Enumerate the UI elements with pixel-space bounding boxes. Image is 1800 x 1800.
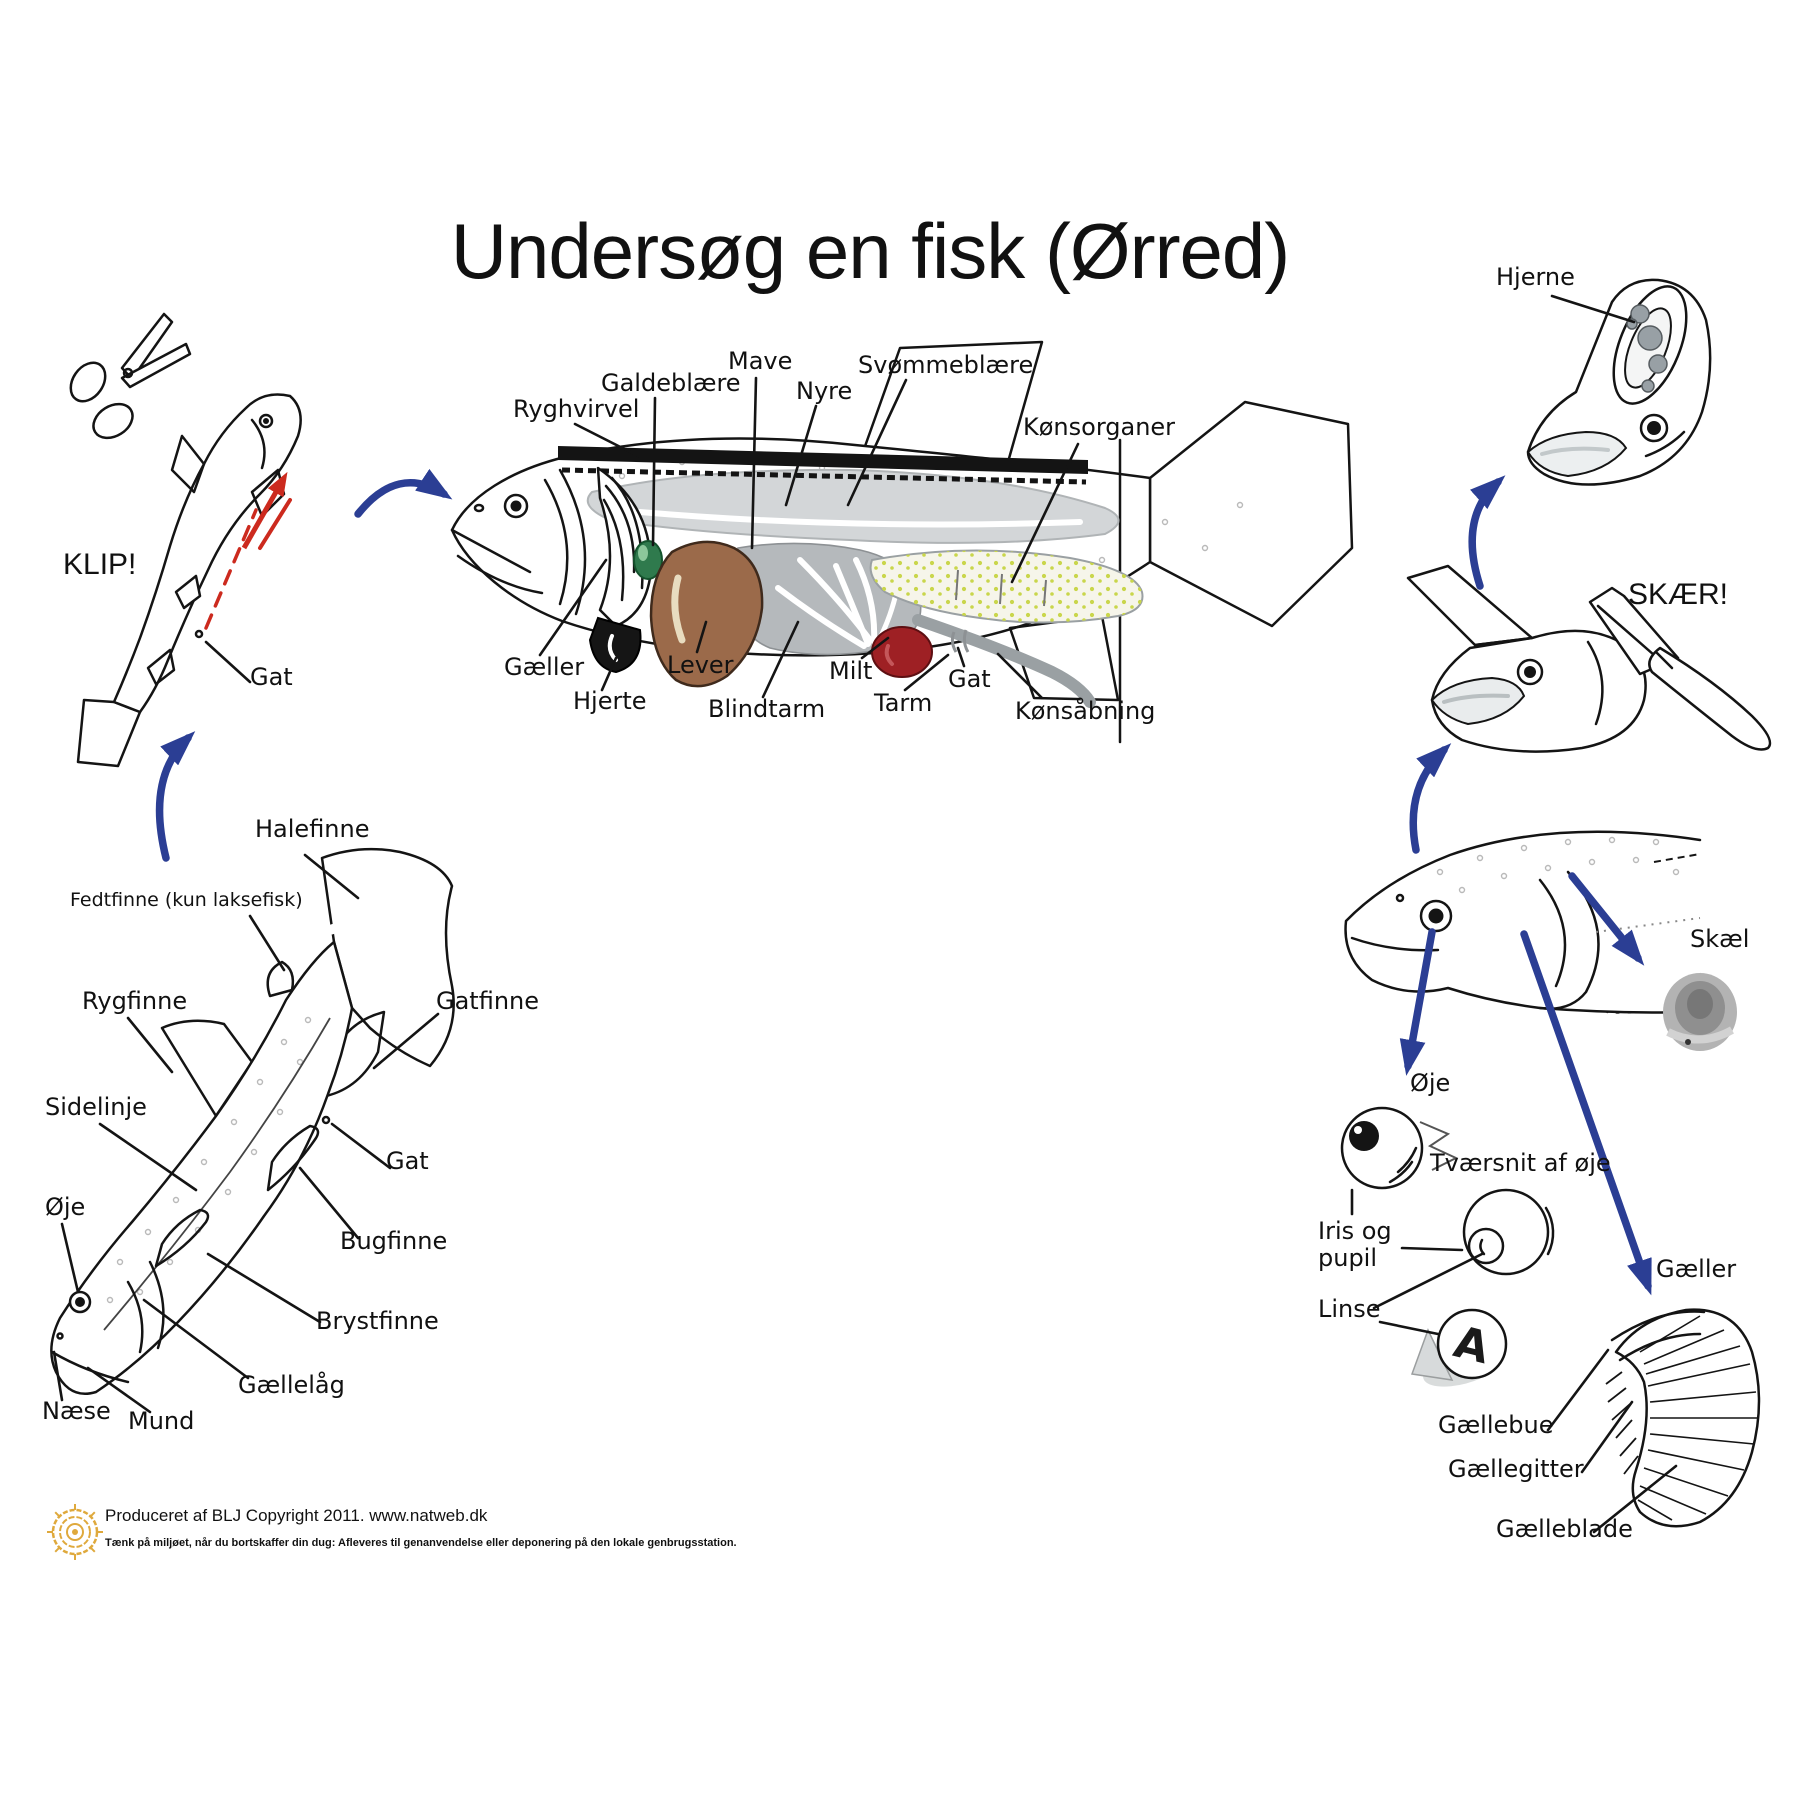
label-tvaersnit: Tværsnit af øje <box>1430 1149 1611 1177</box>
scissors-icon <box>69 312 192 440</box>
label-milt: Milt <box>829 657 873 685</box>
cut-fish-illustration <box>76 393 302 768</box>
label-rygfinne: Rygfinne <box>82 987 188 1015</box>
brain-leader-line <box>1550 294 1636 324</box>
poster-title: Undersøg en fisk (Ørred) <box>450 207 1291 295</box>
external-leader-lines <box>52 853 440 1414</box>
knife-icon <box>1588 586 1772 751</box>
label-konsaabning: Kønsåbning <box>1015 697 1156 725</box>
label-dissection-gaeller: Gæller <box>504 653 585 681</box>
eye-cross-section-illustration <box>1462 1188 1555 1276</box>
label-skael: Skæl <box>1690 925 1750 953</box>
klip-action-label: KLIP! <box>63 548 137 581</box>
brain-head-illustration <box>1526 278 1712 486</box>
label-sidelinje: Sidelinje <box>45 1093 147 1121</box>
label-tarm: Tarm <box>874 689 933 717</box>
cut-fish-leader-lines <box>204 640 252 684</box>
scale-illustration <box>1663 973 1737 1051</box>
label-lever: Lever <box>667 651 734 679</box>
label-halefinne: Halefinne <box>255 815 370 843</box>
label-naese: Næse <box>42 1397 111 1425</box>
arrow-up-to-cut-fish <box>155 731 196 862</box>
study-head-illustration <box>1344 830 1702 1014</box>
label-gaellebue: Gællebue <box>1438 1411 1554 1439</box>
skaer-head-illustration <box>1406 564 1647 753</box>
label-external-gat: Gat <box>386 1147 429 1175</box>
gill-leader-lines <box>1546 1348 1678 1534</box>
label-iris-og-pupil: Iris og pupil <box>1318 1217 1392 1272</box>
dissected-fish-illustration <box>450 340 1354 744</box>
label-linse: Linse <box>1318 1295 1381 1323</box>
gill-illustration <box>1605 1308 1761 1528</box>
label-fedtfinne: Fedtfinne (kun laksefisk) <box>70 889 303 911</box>
label-cutfish-gat: Gat <box>250 663 293 691</box>
arrow-to-skaer-head <box>1409 743 1452 854</box>
label-hjerne: Hjerne <box>1496 263 1575 291</box>
label-galdeblaere: Galdeblære <box>601 369 741 397</box>
arrow-to-dissection <box>354 468 453 518</box>
footer-credit: Produceret af BLJ Copyright 2011. www.na… <box>105 1506 488 1525</box>
label-gaellelaag: Gællelåg <box>238 1371 345 1399</box>
label-nyre: Nyre <box>796 377 853 405</box>
label-blindtarm: Blindtarm <box>708 695 826 723</box>
label-gatfinne: Gatfinne <box>436 987 540 1015</box>
label-ryghvirvel: Ryghvirvel <box>513 395 640 423</box>
label-gaelleblade: Gælleblade <box>1496 1515 1633 1543</box>
natweb-logo <box>47 1504 103 1560</box>
skaer-action-label: SKÆR! <box>1628 578 1729 611</box>
detail-arrows <box>1399 872 1652 1296</box>
label-external-oje: Øje <box>45 1193 86 1221</box>
label-gaellegitter: Gællegitter <box>1448 1455 1584 1483</box>
label-dissection-gat: Gat <box>948 665 991 693</box>
label-konsorganer: Kønsorganer <box>1023 413 1176 441</box>
eye-leader-lines <box>1350 1188 1484 1336</box>
label-mund: Mund <box>128 1407 195 1435</box>
label-bugfinne: Bugfinne <box>340 1227 448 1255</box>
speckles <box>1436 836 1680 894</box>
footer-eco-note: Tænk på miljøet, når du bortskaffer din … <box>105 1537 737 1549</box>
arrow-to-brain-head <box>1468 475 1506 590</box>
label-svommeblaere: Svømmeblære <box>858 351 1034 379</box>
label-detail-oje: Øje <box>1410 1069 1451 1097</box>
label-mave: Mave <box>728 347 793 375</box>
dissection-leader-lines <box>538 376 1080 700</box>
lens-illustration: A <box>1410 1308 1508 1387</box>
label-detail-gaeller: Gæller <box>1656 1255 1737 1283</box>
label-brystfinne: Brystfinne <box>316 1307 439 1335</box>
label-hjerte: Hjerte <box>573 687 647 715</box>
eyeball-illustration <box>1340 1106 1459 1190</box>
